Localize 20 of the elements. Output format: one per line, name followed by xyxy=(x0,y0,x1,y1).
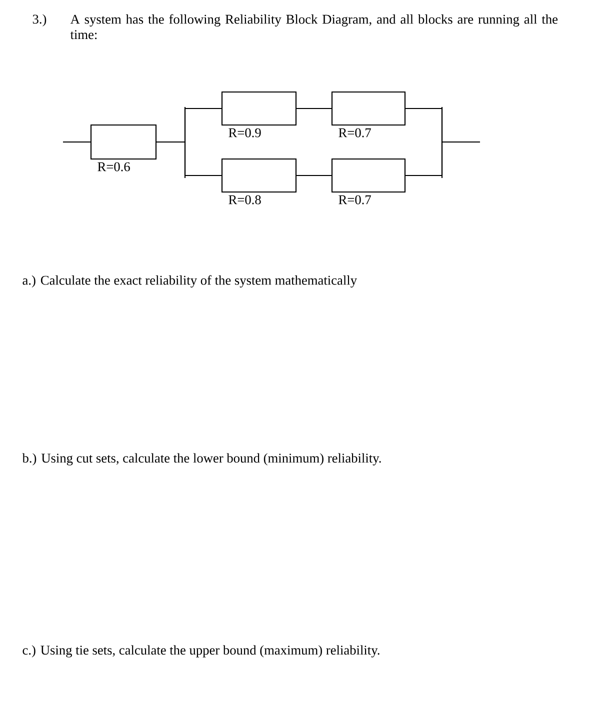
block-label: R=0.7 xyxy=(338,195,371,204)
block-box xyxy=(221,91,297,126)
connector-line xyxy=(296,108,332,110)
block-label: R=0.8 xyxy=(228,195,261,204)
connector-line xyxy=(406,141,480,176)
text-line: b.) Using cut sets, calculate the lower bound (minimum) reliability. xyxy=(22,453,381,466)
text-line: 3.) xyxy=(32,14,46,26)
connector-line xyxy=(156,141,222,176)
connector-line xyxy=(63,141,90,143)
text-line: c.) Using tie sets, calculate the upper bound (maximum) reliability. xyxy=(22,645,380,658)
block-box xyxy=(90,124,157,160)
text-line: A system has the following Reliability Block Diagram, and all blocks are running all the time: xyxy=(70,14,558,40)
block-label: R=0.9 xyxy=(228,128,261,138)
connector-line xyxy=(296,174,332,176)
block-box xyxy=(331,158,406,193)
block-box xyxy=(221,158,297,193)
block-label: R=0.6 xyxy=(98,162,130,172)
block-label: R=0.7 xyxy=(338,128,371,138)
block-box xyxy=(331,91,406,126)
text-line: a.) Calculate the exact reliability of the system mathematically xyxy=(22,275,357,288)
